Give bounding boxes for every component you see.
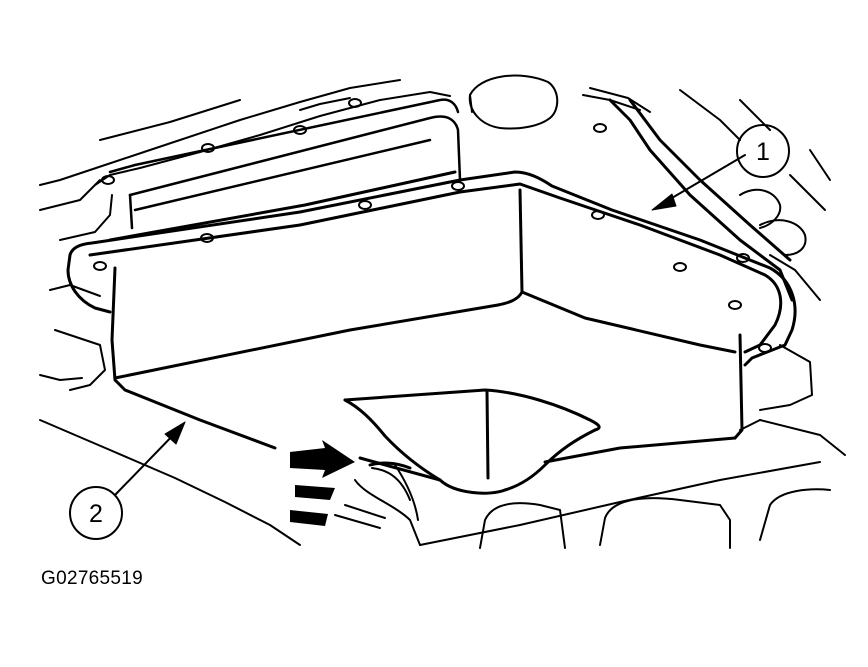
right-bracket	[608, 98, 794, 302]
callout-1-arrowhead	[651, 193, 677, 211]
callout-1-label: 1	[756, 138, 770, 166]
callout-2-label: 2	[89, 500, 103, 528]
callout-2-leader	[114, 427, 181, 496]
callout-2-arrowhead	[164, 421, 186, 445]
direction-arrows	[290, 440, 355, 526]
crossmember-background	[354, 461, 831, 549]
pan-rear-lip	[108, 98, 462, 230]
oil-pan-flange	[66, 170, 797, 367]
oil-pan-body	[110, 188, 744, 495]
callout-2-circle	[69, 486, 123, 540]
callout-1-circle	[736, 124, 790, 178]
figure-code: G02765519	[41, 568, 144, 589]
callout-1-leader	[659, 154, 746, 206]
engine-block-background	[39, 74, 846, 546]
flange-bolt-holes	[93, 98, 772, 353]
